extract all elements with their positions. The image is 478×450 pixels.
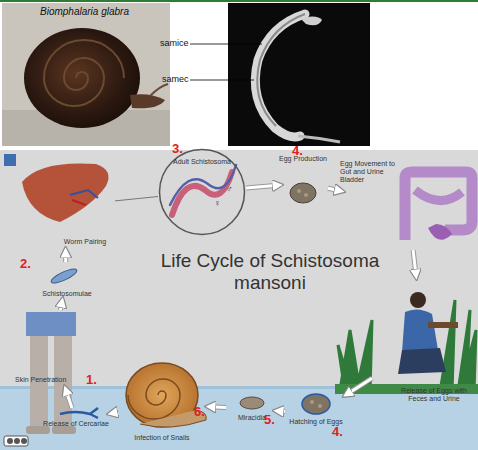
diagram-title: Life Cycle of Schistosoma mansoni [160, 250, 380, 294]
arrow-outline [328, 188, 340, 191]
stage-cercaria: Release of Cercariae [40, 408, 112, 432]
arrow-outline [210, 404, 226, 410]
caption-text: Biomphalaria glabra [40, 6, 129, 18]
cycle-arrow [112, 412, 114, 413]
cycle-arrow [66, 390, 72, 408]
stage-schistosomula: Schistosomulae [30, 262, 102, 302]
stage-label: Schistosomulae [32, 290, 102, 298]
sex-symbol: ♀ [214, 198, 221, 209]
cycle-arrow [60, 302, 62, 310]
cycle-arrow [246, 185, 278, 188]
stage-liver: Worm Pairing [15, 160, 115, 252]
stage-label: Worm Pairing [55, 238, 115, 246]
arrow-body [347, 378, 372, 394]
arrow-body [64, 252, 67, 262]
stage-label: Egg Movement to Gut and Urine Bladder [340, 160, 402, 184]
stage-egg: Egg Production [278, 155, 328, 211]
stage-label: Egg Production [278, 155, 328, 163]
arrow-body [246, 185, 278, 188]
stage-label: Infection of Snails [114, 434, 210, 442]
stage-label: Release of Eggs with Feces and Urine [392, 387, 476, 403]
arrow-outline [115, 197, 158, 201]
cycle-arrow [210, 406, 226, 408]
part-label: samec [162, 74, 189, 85]
cycle-arrow [328, 188, 340, 191]
callout-number: 2. [20, 256, 31, 271]
stage-gut: Egg Movement to Gut and Urine Bladder [340, 160, 476, 250]
arrow-body [66, 390, 72, 408]
arrow-outline [112, 410, 114, 415]
callout-number: 4. [292, 143, 303, 158]
arrow-body [60, 302, 62, 310]
callout-number: 5. [264, 412, 275, 427]
part-label: samice [160, 38, 189, 49]
arrow-outline [246, 185, 278, 188]
arrow-outline [278, 409, 285, 415]
cycle-arrow [347, 378, 372, 394]
stage-label: Release of Cercariae [40, 420, 112, 428]
cycle-arrow [413, 250, 416, 275]
stage-label: Adult Schistosoma [172, 158, 232, 166]
callout-number: 1. [86, 372, 97, 387]
arrow-outline [66, 390, 72, 408]
arrow-body [328, 188, 340, 191]
callout-number: 6. [194, 404, 205, 419]
cycle-arrow [115, 197, 158, 201]
cycle-arrow [278, 411, 285, 413]
arrow-body [210, 405, 226, 409]
arrow-outline [413, 250, 416, 275]
arrow-outline [60, 302, 62, 310]
circle-shape [160, 150, 245, 235]
cycle-arrow [65, 252, 66, 262]
stage-label: Skin Penetration [15, 376, 90, 384]
arrow-outline [63, 252, 68, 262]
callout-number: 4. [332, 424, 343, 439]
stage-release-eggs: Release of Eggs with Feces and Urine [372, 275, 476, 415]
arrow-body [112, 411, 114, 414]
adult-worm-circle: Adult Schistosoma [158, 148, 246, 236]
arrow-body [278, 410, 285, 414]
sex-symbol: ♂ [226, 184, 233, 195]
stage-skin: Skin Penetration [15, 310, 90, 390]
arrow-body [413, 250, 416, 275]
callout-number: 3. [172, 141, 183, 156]
arrow-outline [347, 378, 372, 394]
